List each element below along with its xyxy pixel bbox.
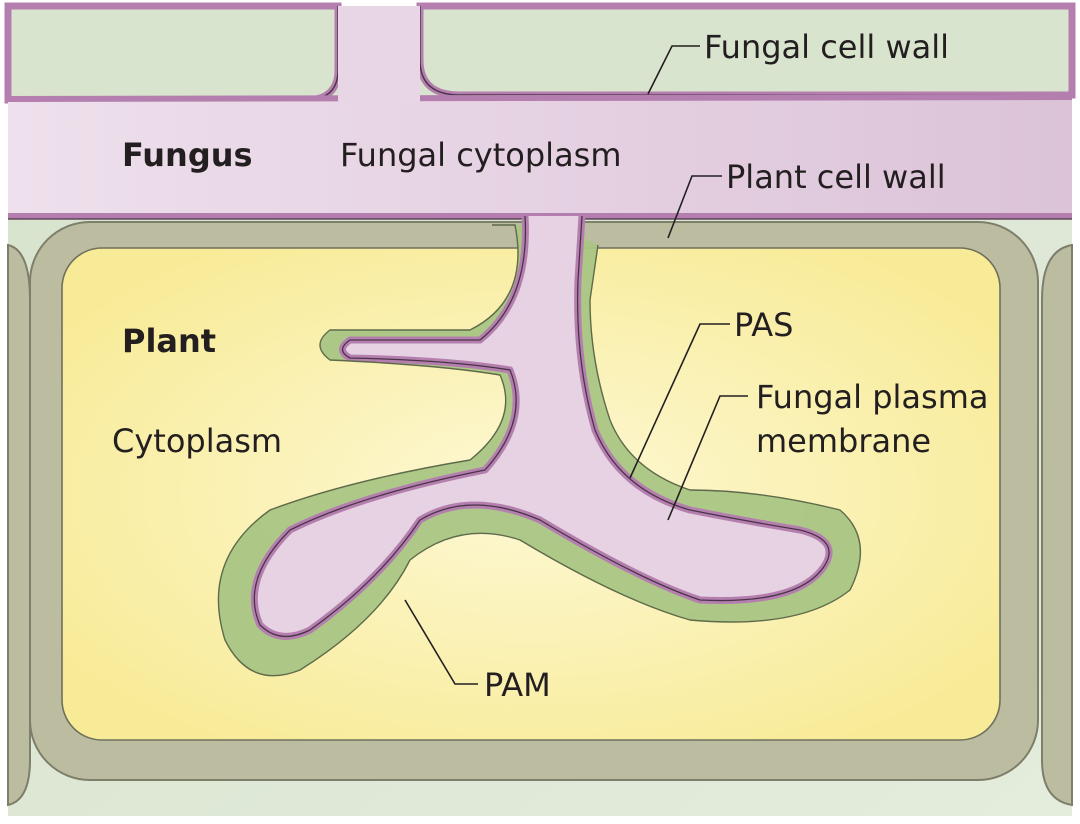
fungal-plasma-membrane-outline [253, 215, 830, 637]
label-fungal-plasma-membrane-line2: membrane [756, 422, 931, 460]
label-pam: PAM [484, 666, 551, 704]
leader-fungal-plasma-membrane [667, 395, 748, 521]
leader-pam [404, 599, 478, 685]
label-plant: Plant [122, 322, 216, 360]
label-plant-cell-wall: Plant cell wall [726, 158, 946, 196]
left-neighbour-cell-wall [7, 243, 31, 807]
hypha-neck [338, 6, 420, 106]
upper-right-cell-outline [419, 6, 1072, 96]
right-neighbour-cell-wall [1041, 243, 1073, 807]
leader-pas [629, 323, 730, 479]
upper-left-cell [4, 2, 342, 104]
arbuscule-branch [254, 216, 830, 637]
label-fungal-cytoplasm: Fungal cytoplasm [340, 136, 622, 174]
leader-fungal-cell-wall [647, 45, 700, 95]
hypha-top-membrane [7, 94, 1073, 102]
fungal-hypha-band [8, 100, 1072, 216]
pam-outline [217, 224, 862, 677]
label-fungus: Fungus [122, 136, 253, 174]
label-fungal-cell-wall: Fungal cell wall [704, 28, 949, 66]
label-cytoplasm: Cytoplasm [112, 422, 282, 460]
leader-plant-cell-wall [667, 175, 722, 239]
label-fungal-plasma-membrane-line1: Fungal plasma [756, 378, 988, 416]
label-pas: PAS [734, 306, 793, 344]
